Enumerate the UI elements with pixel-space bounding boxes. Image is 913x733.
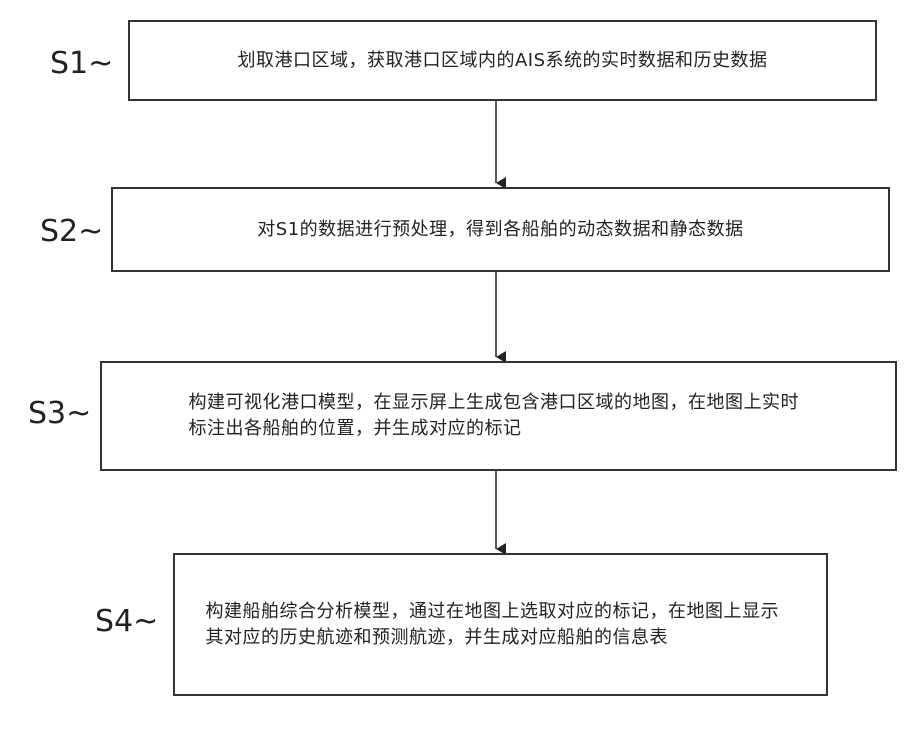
step-label-s4: S4~ <box>95 604 158 639</box>
step-box-s3: 构建可视化港口模型，在显示屏上生成包含港口区域的地图，在地图上实时标注出各船舶的… <box>100 361 897 471</box>
step-box-s2: 对S1的数据进行预处理，得到各船舶的动态数据和静态数据 <box>111 187 890 272</box>
step-box-s1: 划取港口区域，获取港口区域内的AIS系统的实时数据和历史数据 <box>128 20 877 101</box>
step-label-s1: S1~ <box>50 46 113 81</box>
step-box-s4: 构建船舶综合分析模型，通过在地图上选取对应的标记，在地图上显示其对应的历史航迹和… <box>173 553 828 696</box>
step-text-s1: 划取港口区域，获取港口区域内的AIS系统的实时数据和历史数据 <box>153 48 853 74</box>
step-label-s3: S3~ <box>28 396 91 431</box>
step-label-s2: S2~ <box>40 214 103 249</box>
step-text-s2: 对S1的数据进行预处理，得到各船舶的动态数据和静态数据 <box>151 217 851 243</box>
step-text-s4: 构建船舶综合分析模型，通过在地图上选取对应的标记，在地图上显示其对应的历史航迹和… <box>206 599 796 651</box>
step-text-s3: 构建可视化港口模型，在显示屏上生成包含港口区域的地图，在地图上实时标注出各船舶的… <box>189 390 809 442</box>
